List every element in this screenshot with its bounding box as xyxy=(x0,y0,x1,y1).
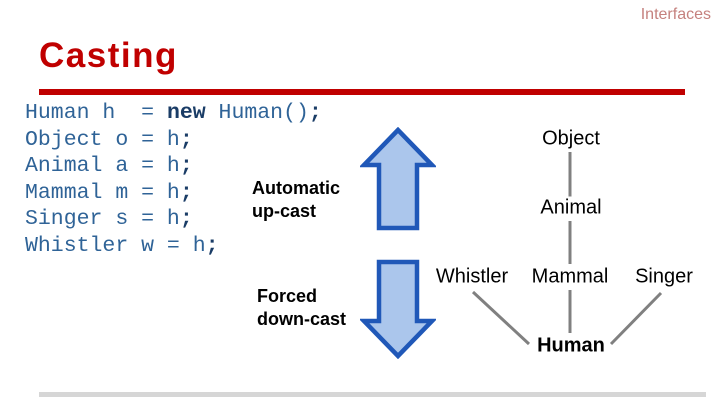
section-label: Interfaces xyxy=(640,6,711,23)
title-underline xyxy=(39,89,685,95)
code-line: Mammal m = h; xyxy=(25,180,322,207)
down-cast-label-line1: Forced xyxy=(257,286,318,306)
hierarchy-node-human: Human xyxy=(535,334,607,358)
code-text: Human h = xyxy=(25,101,167,125)
code-text: Animal a = h xyxy=(25,154,180,178)
up-cast-arrow-icon xyxy=(360,127,436,231)
up-cast-label-line2: up-cast xyxy=(252,201,317,221)
up-cast-label-line1: Automatic xyxy=(252,178,341,198)
hierarchy-edge-whistler-human xyxy=(471,290,531,346)
hierarchy-node-whistler: Whistler xyxy=(433,265,511,289)
code-keyword: ; xyxy=(179,154,193,178)
code-text: Mammal m = h xyxy=(25,180,180,205)
code-keyword: ; xyxy=(308,101,322,125)
code-line: Object o = h; xyxy=(25,127,322,154)
code-text: Singer s = h xyxy=(25,207,180,231)
code-text: Object o = h xyxy=(25,127,180,152)
down-cast-arrow-icon xyxy=(360,259,436,359)
code-line: Human h = new Human(); xyxy=(25,100,322,127)
page-title: Casting xyxy=(39,36,178,75)
hierarchy-node-object: Object xyxy=(540,127,602,151)
code-line: Singer s = h; xyxy=(25,206,322,233)
code-keyword: new xyxy=(166,101,206,125)
code-keyword: ; xyxy=(205,233,219,258)
code-block: Human h = new Human();Object o = h;Anima… xyxy=(25,100,322,259)
code-text: Human() xyxy=(205,101,309,125)
down-cast-label-line2: down-cast xyxy=(257,309,347,329)
code-keyword: ; xyxy=(179,180,193,205)
code-line: Whistler w = h; xyxy=(25,233,322,260)
hierarchy-node-animal: Animal xyxy=(538,196,604,220)
code-line: Animal a = h; xyxy=(25,153,322,180)
footer-bar xyxy=(39,392,706,397)
hierarchy-node-mammal: Mammal xyxy=(529,265,611,289)
hierarchy-edge-singer-human xyxy=(609,291,663,346)
code-keyword: ; xyxy=(179,207,193,231)
code-keyword: ; xyxy=(179,127,193,152)
hierarchy-node-singer: Singer xyxy=(633,265,695,289)
up-cast-label: Automatic up-cast xyxy=(252,177,340,223)
code-text: Whistler w = h xyxy=(25,233,206,258)
down-cast-label: Forced down-cast xyxy=(257,285,346,331)
